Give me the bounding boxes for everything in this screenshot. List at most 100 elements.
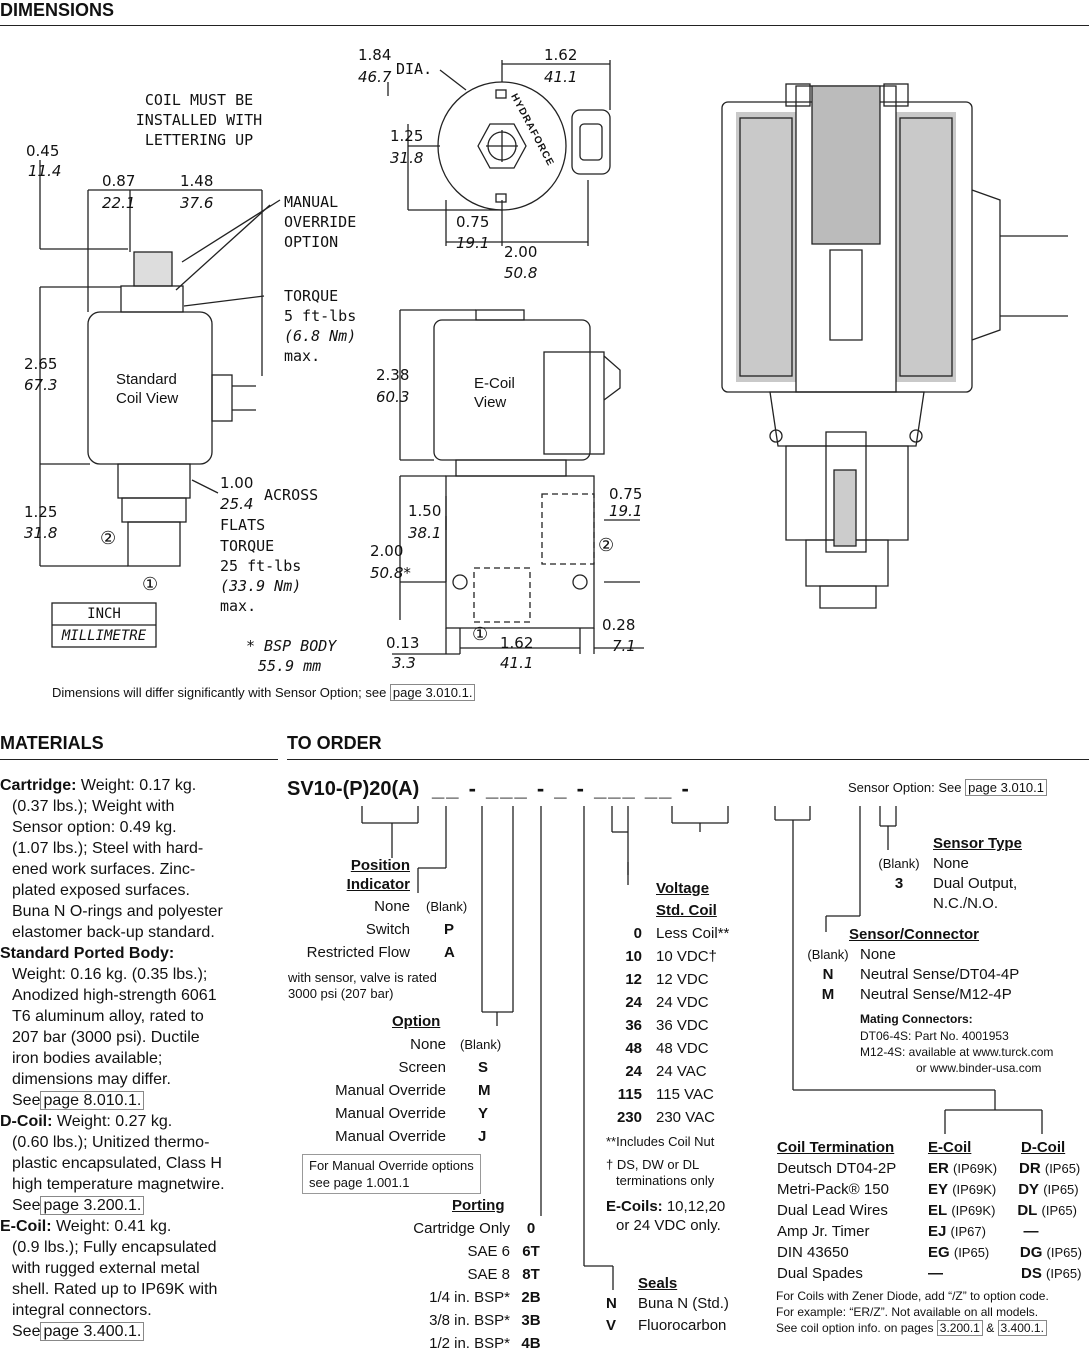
coil-page-link-1[interactable]: 3.200.1 <box>936 1320 983 1336</box>
dim-2.65: 2.65 <box>24 355 58 373</box>
cartridge-text: Buna N O-rings and polyester <box>12 903 223 920</box>
materials-section: Cartridge: Weight: 0.17 kg. (0.37 lbs.);… <box>0 775 225 1342</box>
voltage-code: 115 <box>617 1086 642 1103</box>
ecoil-label: E-Coil: <box>0 1218 52 1235</box>
term-label: Deutsch DT04-2P <box>777 1160 897 1177</box>
dim-0.13: 0.13 <box>386 634 420 652</box>
torque-top-callout: TORQUE 5 ft-lbs (6.8 Nm) max. <box>284 286 356 366</box>
cartridge-text: plated exposed surfaces. <box>12 882 190 899</box>
seal-code: V <box>606 1317 617 1334</box>
ecoils-voltage-note: E-Coils: 10,12,20 or 24 VDC only. <box>606 1197 725 1235</box>
dim-2.00: 2.00 <box>504 243 538 261</box>
coil-nut <box>120 285 184 313</box>
hex-flats <box>117 463 191 499</box>
dim-11.4: 11.4 <box>28 162 62 180</box>
dim-0.75-body: 0.75 <box>609 485 643 503</box>
sensor-conn-label: Neutral Sense/DT04-4P <box>860 966 1020 983</box>
voltage-label: 36 VDC <box>656 1017 709 1034</box>
seal-code: N <box>606 1295 617 1312</box>
note-line: * BSP BODY <box>246 637 337 655</box>
ecoil-text: Weight: 0.41 kg. <box>51 1218 172 1235</box>
port-1-marker: ① <box>142 574 159 594</box>
ecoils-label: E-Coils: <box>606 1198 663 1215</box>
sensor-conn-code: M <box>821 986 835 1003</box>
note-line: terminations only <box>616 1173 715 1188</box>
porting-code: 0 <box>526 1220 536 1237</box>
ecoil-rating: (IP69K) <box>952 1182 997 1197</box>
dim-31.8-top: 31.8 <box>390 149 424 167</box>
dcoil-text: plastic encapsulated, Class H <box>12 1155 222 1172</box>
dcoil-text: Weight: 0.27 kg. <box>52 1113 173 1130</box>
cartridge-line: Cartridge: Weight: 0.17 kg. <box>0 775 225 796</box>
voltage-code: 24 <box>625 994 642 1011</box>
coil-note-line: COIL MUST BE <box>144 91 254 109</box>
ecoil-text: integral connectors. <box>12 1302 152 1319</box>
label-line: E-Coil <box>474 375 515 392</box>
voltage-code: 36 <box>625 1017 642 1034</box>
callout-line: 5 ft-lbs <box>284 307 357 325</box>
ecoil-view-drawing <box>392 309 644 655</box>
sensor-option-page-link[interactable]: page 3.010.1 <box>965 779 1047 796</box>
dcoil-rating: (IP65) <box>1046 1245 1082 1260</box>
porting-label: SAE 8 <box>467 1266 510 1283</box>
mating-connectors-list: DT06-4S: Part No. 4001953 M12-4S: availa… <box>860 1028 1053 1076</box>
body-text: 207 bar (3000 psi). Ductile <box>12 1029 200 1046</box>
callout-line: OVERRIDE <box>284 213 357 231</box>
dim-60.3: 60.3 <box>376 388 410 406</box>
body-text: T6 aluminum alloy, rated to <box>12 1008 204 1025</box>
footnote-page-link[interactable]: page 3.010.1. <box>389 684 476 701</box>
sensor-type-label: None <box>933 855 969 872</box>
porting-code: 4B <box>521 1335 541 1352</box>
ecoil-text: shell. Rated up to IP69K with <box>12 1281 218 1298</box>
sensor-option-text: Sensor Option: See <box>848 780 962 795</box>
body-text: Weight: 0.16 kg. (0.35 lbs.); <box>12 966 208 983</box>
coil-page-link-2[interactable]: 3.400.1. <box>997 1320 1047 1336</box>
option-code: M <box>478 1082 491 1099</box>
dcoil-text: high temperature magnetwire. <box>12 1176 225 1193</box>
voltage-code: 10 <box>625 948 642 965</box>
sensor-type-code: (Blank) <box>878 856 920 871</box>
across-label: ACROSS <box>264 486 319 504</box>
voltage-label: Less Coil** <box>656 925 730 942</box>
seals-title: Seals <box>638 1275 678 1292</box>
ecoil-code: EL <box>928 1202 948 1219</box>
porting-code: 2B <box>521 1289 541 1306</box>
ecoil-code: EG <box>928 1244 950 1261</box>
porting-code: 6T <box>522 1243 540 1260</box>
dcoil-page-link[interactable]: page 3.200.1. <box>40 1196 145 1215</box>
title-line: Indicator <box>346 876 410 893</box>
option-code: S <box>478 1059 489 1076</box>
cross-section-drawing <box>721 83 1068 609</box>
dcoil-code: — <box>1023 1223 1039 1240</box>
dim-2.38: 2.38 <box>376 366 410 384</box>
cartridge-text: Sensor option: 0.49 kg. <box>12 819 177 836</box>
ecoil-page-link[interactable]: page 3.400.1. <box>40 1322 145 1341</box>
term-label: Metri-Pack® 150 <box>777 1181 889 1198</box>
dim-37.6: 37.6 <box>180 194 214 212</box>
voltage-label: 24 VDC <box>656 994 709 1011</box>
dim-1.25: 1.25 <box>24 503 58 521</box>
title-line: Voltage <box>656 880 710 897</box>
title-line: Std. Coil <box>656 902 717 919</box>
voltage-label: 24 VAC <box>656 1063 707 1080</box>
seal-label: Buna N (Std.) <box>638 1295 729 1312</box>
dcoil-rating: (IP65) <box>1043 1182 1079 1197</box>
manual-override-note-box: For Manual Override options see page 1.0… <box>302 1154 481 1194</box>
dcoil-label: D-Coil: <box>0 1113 53 1130</box>
porting-title: Porting <box>452 1197 505 1214</box>
manual-override-knob <box>133 251 173 287</box>
body-page-link[interactable]: page 8.010.1. <box>40 1091 145 1110</box>
standard-coil-drawing <box>39 160 281 648</box>
dcoil-text: (0.60 lbs.); Unitized thermo- <box>12 1134 210 1151</box>
porting-label: Cartridge Only <box>413 1220 510 1237</box>
sensor-type-label: Dual Output, <box>933 875 1018 892</box>
body-label: Standard Ported Body: <box>0 945 175 962</box>
callout-line: (33.9 Nm) <box>220 577 302 595</box>
option-label: Switch <box>365 921 410 938</box>
option-label: Manual Override <box>335 1105 446 1122</box>
